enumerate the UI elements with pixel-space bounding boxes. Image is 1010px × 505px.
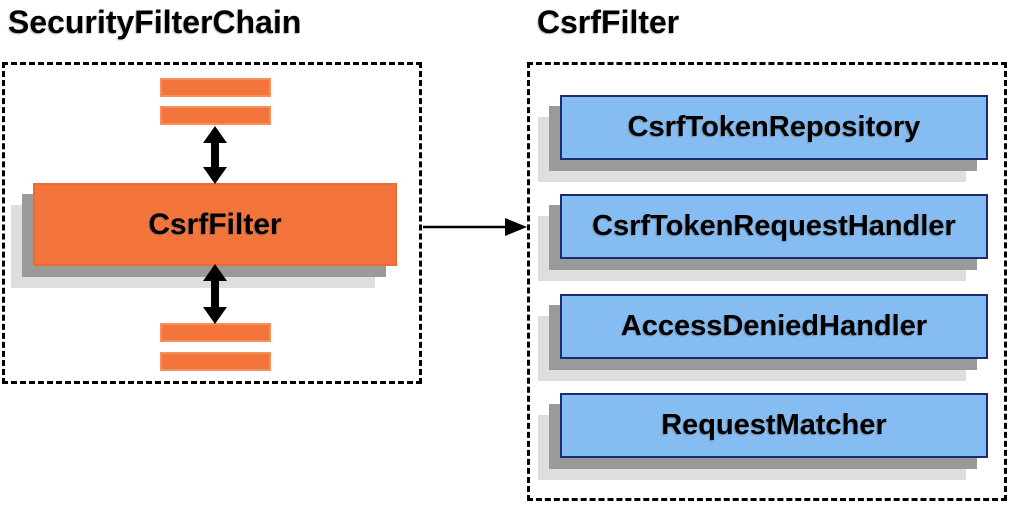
component-box-csrf-token-request-handler: CsrfTokenRequestHandler	[560, 194, 988, 259]
filter-stub-bar	[160, 78, 271, 97]
csrf-filter-box-label: CsrfFilter	[148, 207, 282, 241]
component-label: RequestMatcher	[661, 409, 887, 441]
flow-arrow-head-icon	[505, 218, 527, 236]
component-label: CsrfTokenRequestHandler	[592, 210, 956, 242]
component-label: AccessDeniedHandler	[620, 310, 928, 342]
csrf-filter-box: CsrfFilter	[33, 183, 397, 266]
security-filter-chain-title: SecurityFilterChain	[8, 4, 302, 40]
csrf-filter-title: CsrfFilter	[537, 4, 680, 40]
filter-stub-bar	[160, 323, 271, 342]
filter-stub-bar	[160, 106, 271, 125]
component-box-request-matcher: RequestMatcher	[560, 393, 988, 458]
csrf-filter-detail-panel	[527, 62, 1007, 501]
component-label: CsrfTokenRepository	[627, 111, 921, 143]
component-box-csrf-token-repository: CsrfTokenRepository	[560, 95, 988, 160]
filter-stub-bar	[160, 352, 271, 371]
security-filter-chain-panel	[2, 62, 422, 384]
component-box-access-denied-handler: AccessDeniedHandler	[560, 294, 988, 359]
